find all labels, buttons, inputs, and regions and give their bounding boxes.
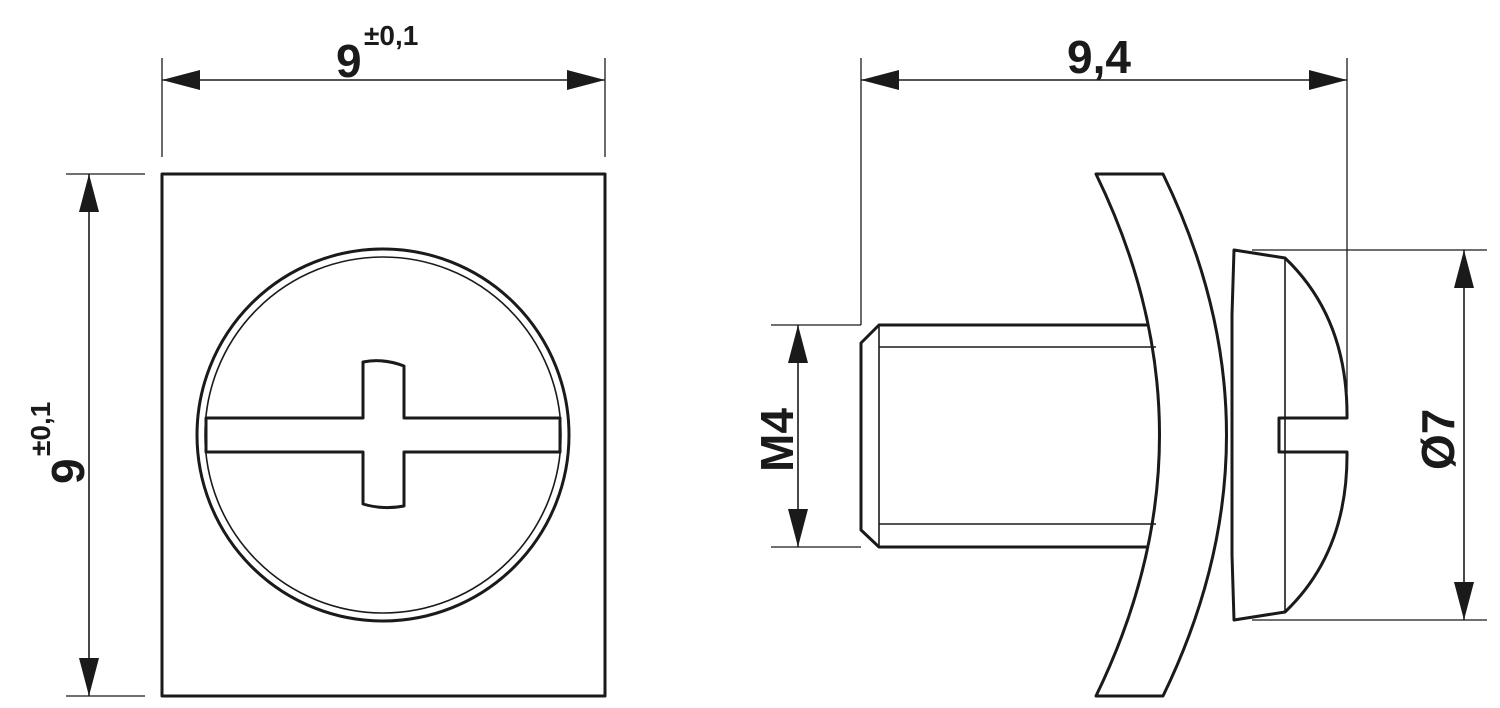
square-washer-outline: [160, 172, 607, 698]
diameter-dimension: Ø7: [1252, 249, 1487, 621]
length-value: 9,4: [1067, 31, 1131, 83]
front-width-value: 9: [336, 35, 362, 87]
screw-head: [1230, 248, 1349, 622]
front-width-tolerance: ±0,1: [364, 20, 418, 51]
front-width-dimension: 9 ±0,1: [161, 20, 606, 157]
curved-washer: [1094, 172, 1228, 698]
side-view: 9,4 M4 Ø7: [751, 31, 1487, 698]
length-dimension: 9,4: [860, 31, 1348, 392]
thread-dimension: M4: [751, 324, 861, 548]
phillips-cross-slot-icon: [204, 359, 562, 510]
front-height-dimension: 9 ±0,1: [25, 173, 145, 697]
thread-value: M4: [751, 408, 803, 472]
front-height-value: 9: [42, 458, 94, 484]
diameter-value: Ø7: [1412, 409, 1464, 470]
screw-head-inner-circle: [204, 256, 562, 614]
front-view: 9 ±0,1 9 ±0,1: [25, 20, 607, 698]
threaded-shaft: [859, 323, 1147, 549]
front-height-tolerance: ±0,1: [25, 402, 56, 456]
screw-head-outer-circle: [195, 247, 571, 623]
